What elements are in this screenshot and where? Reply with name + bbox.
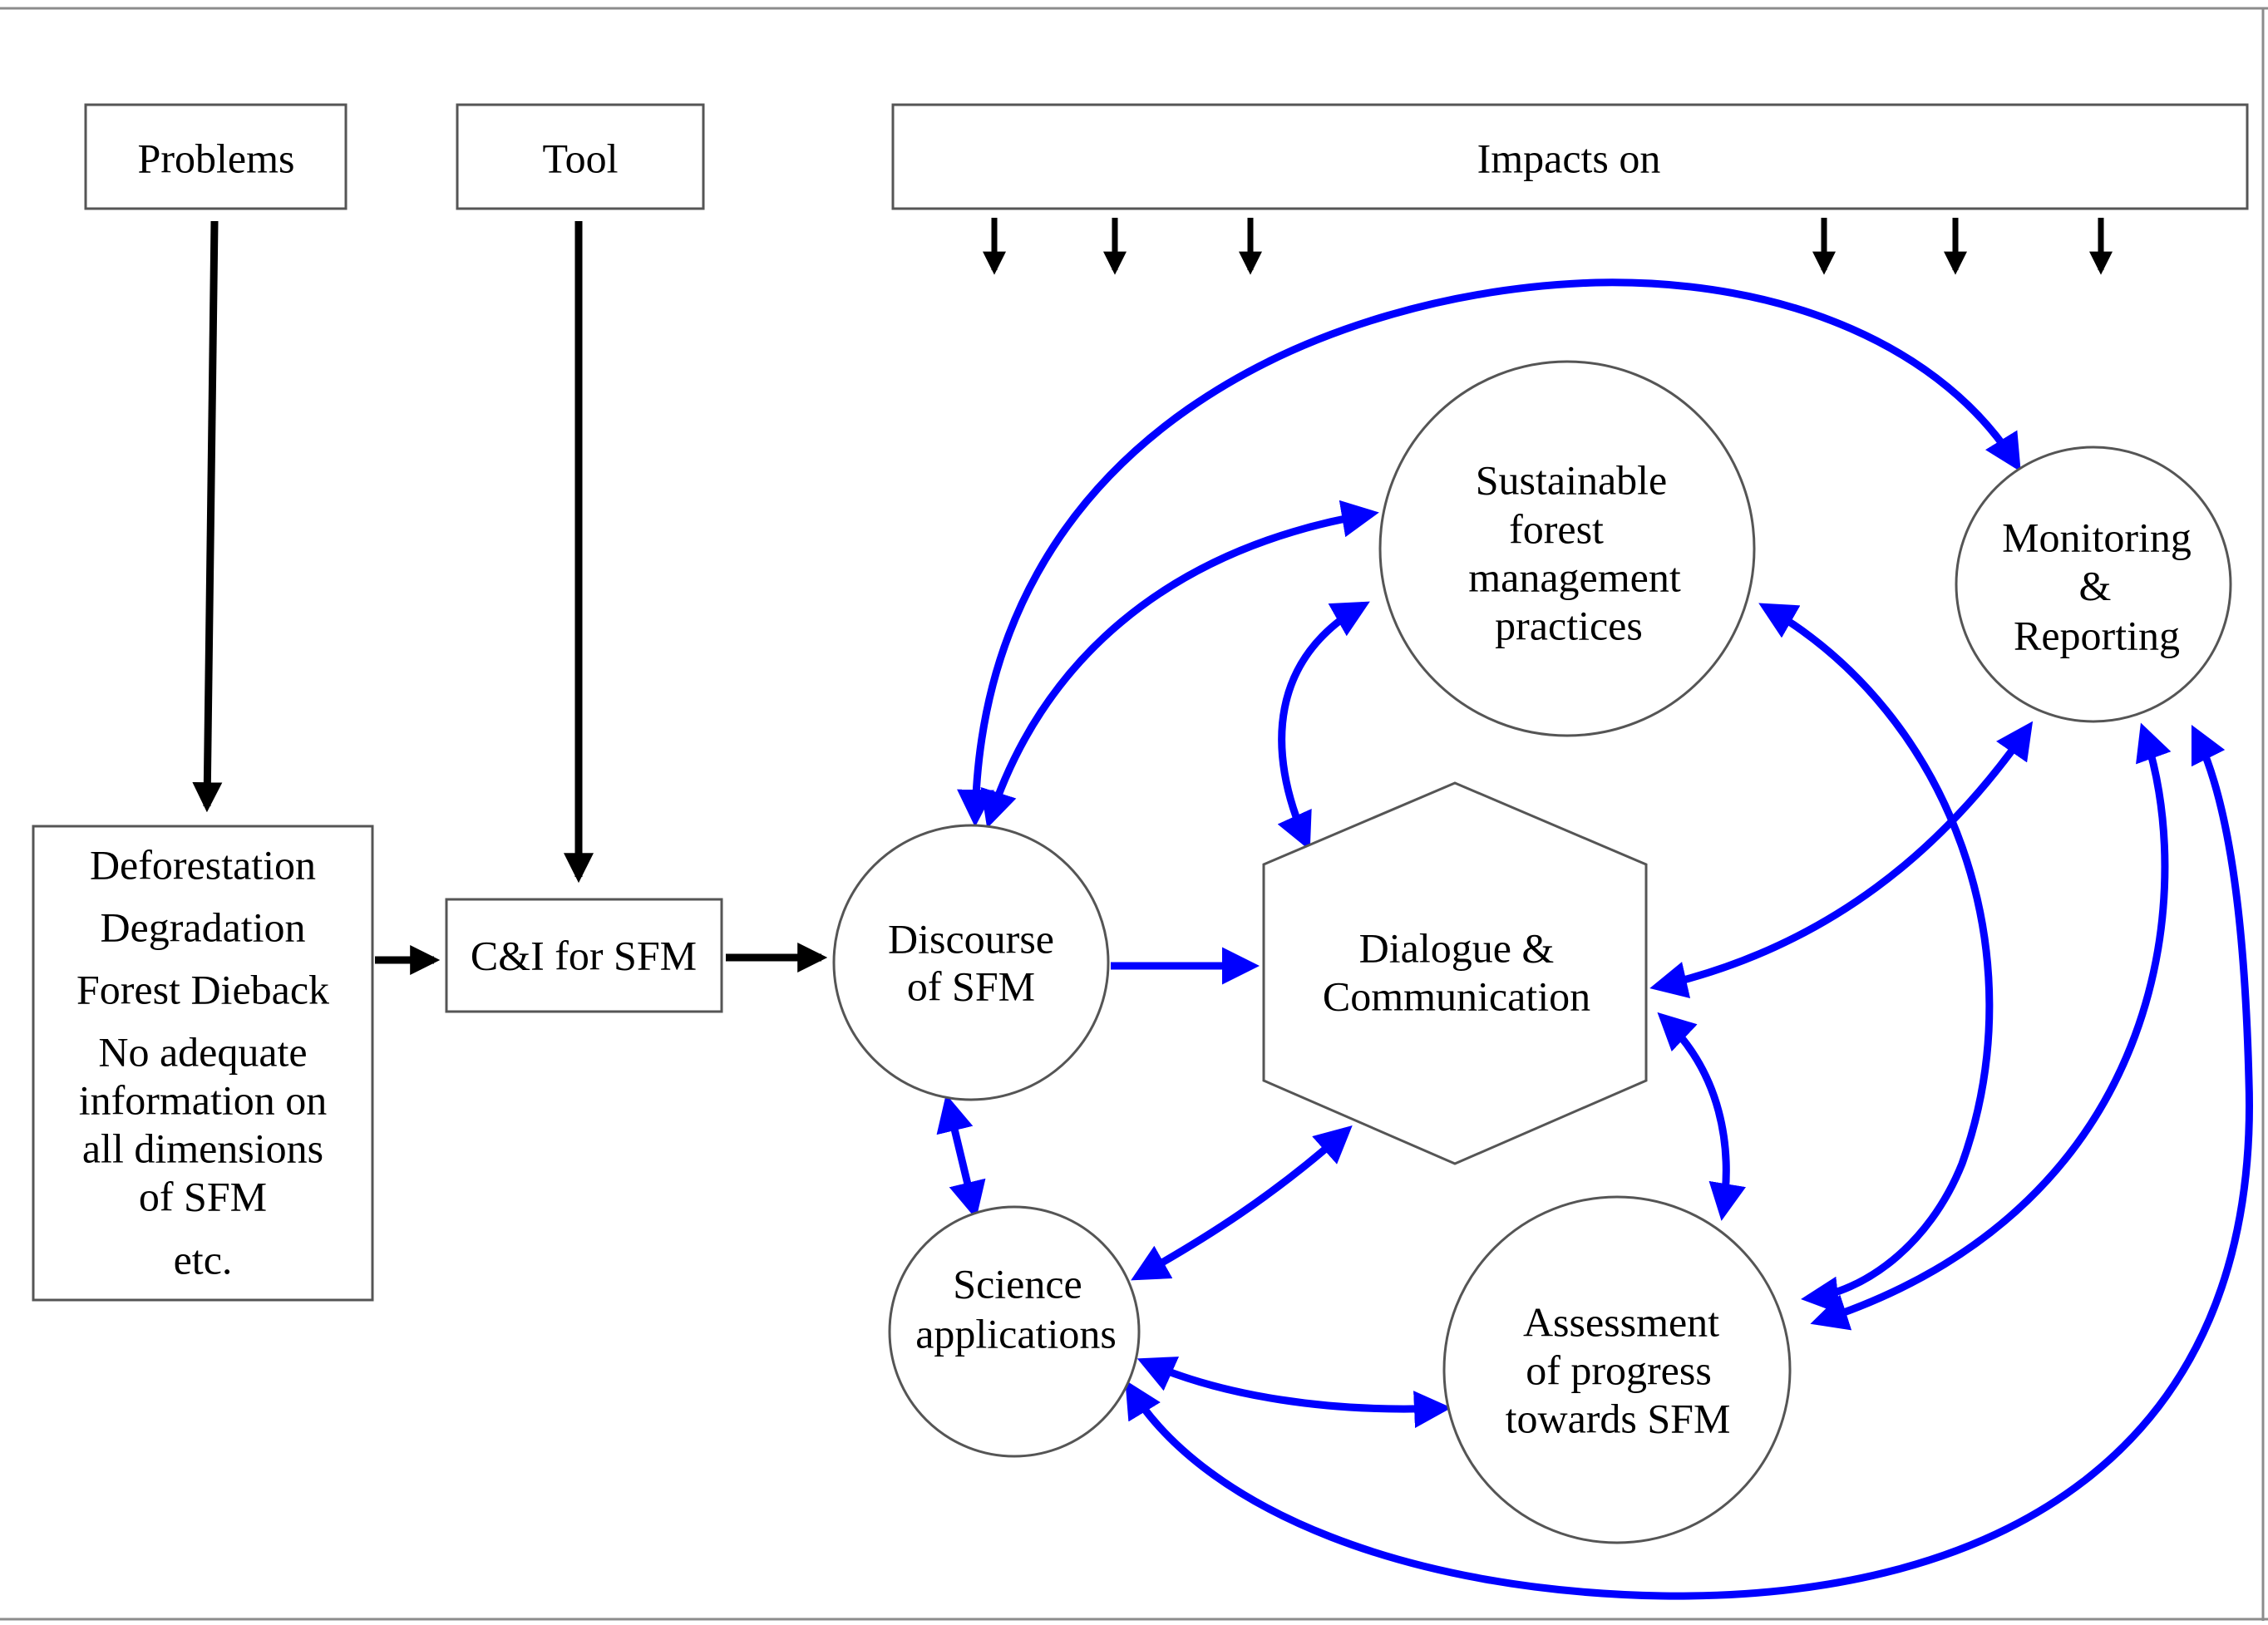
problem-info-line2: information on [79,1076,328,1123]
problem-etc: etc. [174,1236,233,1283]
problems-list-box [32,825,374,1302]
impacts-header-box [891,103,2249,210]
discourse-label-2: of SFM [907,963,1035,1009]
assessment-label-3: towards SFM [1506,1395,1731,1441]
connector-dialogue-science [1131,1125,1353,1281]
problem-info-line3: all dimensions [82,1125,323,1171]
science-label-2: applications [915,1310,1117,1357]
science-label-1: Science [953,1260,1082,1307]
problems-header-box [84,103,348,210]
sfm-practices-label-4: practices [1495,602,1643,648]
connector-science-monitoring [1125,724,2253,1600]
science-node [888,1205,1141,1458]
ci-for-sfm-box [445,898,723,1013]
sfm-practices-label-3: management [1468,554,1681,600]
discourse-node [832,824,1110,1101]
monitoring-node [1955,446,2232,723]
connector-dialogue-monitoring [1649,721,2034,998]
problems-header: Problems [138,135,295,181]
connector-sfm-dialogue [1277,601,1370,851]
sfm-practices-label-1: Sustainable [1476,456,1668,503]
tool-header: Tool [543,135,619,181]
problem-forest-dieback: Forest Dieback [76,966,329,1012]
connector-discourse-sfm [980,500,1379,829]
tool-header-box [456,103,705,210]
assessment-label-2: of progress [1526,1347,1712,1393]
connector-dialogue-assessment [1657,1012,1746,1221]
assessment-label-1: Assessment [1523,1298,1719,1345]
assessment-node [1442,1195,1792,1544]
blue-connectors [936,278,2253,1600]
ci-for-sfm-label: C&I for SFM [471,932,697,978]
connector-discourse-science [936,1094,986,1219]
problem-deforestation: Deforestation [90,841,316,888]
connector-science-assessment [1136,1357,1452,1429]
problem-info-line4: of SFM [139,1173,267,1219]
problem-info-line1: No adequate [98,1028,307,1075]
impacts-header: Impacts on [1477,135,1661,181]
dialogue-hexagon [1262,781,1648,1165]
problem-degradation: Degradation [100,904,305,950]
monitoring-label-2: & [2079,562,2112,608]
monitoring-label-3: Reporting [2014,612,2180,658]
problems-down-arrow [192,220,223,813]
connector-sfm-assessment [1758,603,1994,1314]
dialogue-label-1: Dialogue & [1359,924,1555,971]
sfm-practices-node [1378,360,1756,737]
impact-arrows [983,218,2113,275]
discourse-label-1: Discourse [888,915,1054,962]
dialogue-label-2: Communication [1323,973,1590,1019]
monitoring-label-1: Monitoring [2002,514,2192,560]
sfm-practices-label-2: forest [1509,505,1604,552]
